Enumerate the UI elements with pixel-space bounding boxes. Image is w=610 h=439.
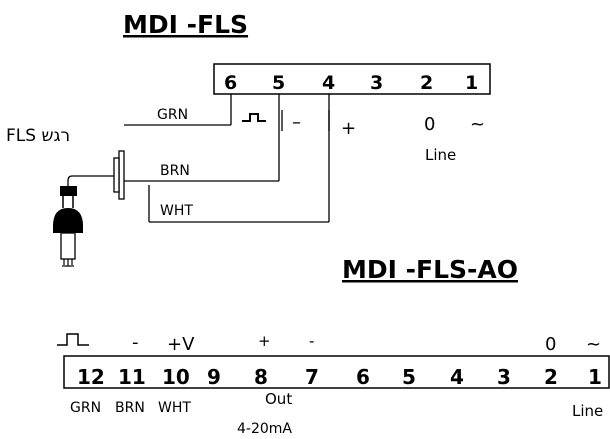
wire-label-brn: BRN bbox=[160, 163, 190, 179]
top-zero-sign: 0 bbox=[545, 334, 556, 355]
terminal2-8: 8 bbox=[254, 365, 268, 389]
terminal2-3: 3 bbox=[497, 365, 511, 389]
line-label-1: Line bbox=[425, 146, 456, 164]
top-minus2-sign: - bbox=[309, 332, 314, 350]
zero-sign: 0 bbox=[424, 114, 435, 135]
terminal-numbers-2: 12 11 10 9 8 7 6 5 4 3 2 1 bbox=[77, 365, 602, 389]
title-mdi-fls: MDI -FLS bbox=[123, 10, 248, 39]
terminal2-7: 7 bbox=[305, 365, 319, 389]
terminal2-2: 2 bbox=[544, 365, 558, 389]
pulse-symbol-icon-2 bbox=[57, 333, 89, 346]
bottom-label-line: Line bbox=[572, 402, 603, 420]
wire-label-wht: WHT bbox=[160, 203, 193, 219]
terminal-2: 2 bbox=[420, 72, 433, 94]
bottom-label-out: Out bbox=[265, 390, 292, 408]
terminal2-10: 10 bbox=[162, 365, 190, 389]
bottom-label-range: 4-20mA bbox=[237, 421, 292, 437]
top-tilde-sign: ~ bbox=[586, 334, 601, 355]
sensor-wires bbox=[124, 124, 329, 223]
top-plus-sign: + bbox=[258, 332, 271, 350]
minus-sign: – bbox=[292, 112, 301, 133]
title-mdi-fls-ao: MDI -FLS-AO bbox=[342, 255, 518, 284]
top-minus-sign: - bbox=[132, 332, 139, 353]
terminal-1: 1 bbox=[465, 72, 478, 94]
terminal2-11: 11 bbox=[118, 365, 146, 389]
terminal-5: 5 bbox=[272, 72, 285, 94]
pulse-symbol-icon bbox=[242, 113, 266, 122]
terminal2-9: 9 bbox=[207, 365, 221, 389]
terminal-6: 6 bbox=[224, 72, 237, 94]
terminal-4: 4 bbox=[322, 72, 335, 94]
terminal-3: 3 bbox=[370, 72, 383, 94]
top-plusv-sign: +V bbox=[167, 334, 195, 355]
terminal2-6: 6 bbox=[356, 365, 370, 389]
sensor-label: FLS רגש bbox=[6, 126, 70, 146]
wire-label-grn: GRN bbox=[157, 107, 188, 123]
connector-body bbox=[118, 150, 125, 200]
terminal2-1: 1 bbox=[588, 365, 602, 389]
bottom-label-grn: GRN bbox=[70, 400, 101, 416]
bottom-label-brn: BRN bbox=[115, 400, 145, 416]
terminal2-4: 4 bbox=[450, 365, 464, 389]
terminal-numbers-1: 6 5 4 3 2 1 bbox=[224, 72, 478, 94]
sensor-cable bbox=[67, 175, 114, 186]
terminal-leads-1 bbox=[230, 94, 330, 222]
terminal-strip-1 bbox=[213, 63, 491, 95]
terminal2-12: 12 bbox=[77, 365, 105, 389]
terminal-strip-2 bbox=[63, 355, 610, 389]
connector-cap bbox=[113, 157, 120, 193]
fls-sensor-icon bbox=[53, 186, 83, 267]
terminal2-5: 5 bbox=[402, 365, 416, 389]
plus-sign: + bbox=[341, 118, 356, 139]
bottom-label-wht: WHT bbox=[158, 400, 191, 416]
tilde-sign: ~ bbox=[470, 114, 485, 135]
